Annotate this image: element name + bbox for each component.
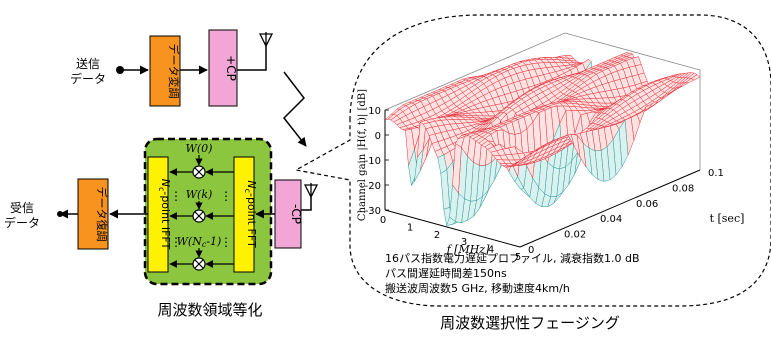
z-tick-label: -10 xyxy=(365,156,381,167)
y-tick-label: 0.04 xyxy=(600,214,622,225)
z-tick-label: -30 xyxy=(365,206,381,217)
z-tick-label: -20 xyxy=(365,181,381,192)
dots-right-top: ⋮ xyxy=(220,189,232,203)
params-line3: 搬送波周波数5 GHz, 移動速度4km/h xyxy=(385,281,570,295)
y-tick-label: 0.1 xyxy=(708,168,724,179)
surface-cell xyxy=(516,157,527,163)
surface-mesh xyxy=(384,52,701,226)
dots-right-bot: ⋮ xyxy=(220,235,232,249)
demodulation-block xyxy=(77,178,109,250)
cp-insert-block-label: +CP xyxy=(224,55,238,81)
multiplier-top xyxy=(192,165,206,179)
rx-output-dot xyxy=(57,211,63,217)
fading-surface-plot: -30 -20 -10 0 10 0 1 2 3 4 5 0 0.02 0.04 0.06 0.08 0.1… xyxy=(357,32,745,263)
y-tick-label: 0.08 xyxy=(672,183,694,194)
weight-top-label: W(0) xyxy=(186,142,213,155)
x-tick-label: 0 xyxy=(380,215,386,226)
dots-left-bot: ⋮ xyxy=(170,235,182,249)
y-tick-labels: 0 0.02 0.04 0.06 0.08 0.1 xyxy=(528,168,724,256)
plot-right-axis xyxy=(519,169,701,248)
z-tick-labels: -30 -20 -10 0 10 xyxy=(365,106,389,217)
y-axis-label: t [sec] xyxy=(710,212,745,225)
x-tick-label: 2 xyxy=(434,230,440,241)
tx-antenna-feed xyxy=(237,46,267,71)
rx-output-label-line1: 受信 xyxy=(10,201,34,215)
rx-output-label-line2: データ xyxy=(4,215,40,230)
radio-link-lightning xyxy=(282,71,307,147)
y-tick-label: 0 xyxy=(528,245,534,256)
plot-front-axis xyxy=(384,209,521,248)
fft-rest: -point FFT xyxy=(245,193,258,248)
tx-input-label-line1: 送信 xyxy=(76,56,100,71)
params-line1: 16パス指数電力遅延プロファイル, 減衰指数1.0 dB xyxy=(385,251,640,265)
ifft-sub: c xyxy=(157,187,166,191)
weight-bot-sub: c xyxy=(202,240,207,249)
y-tick-label: 0.02 xyxy=(564,230,586,241)
fft-block xyxy=(233,156,255,273)
ifft-rest: -point IFFT xyxy=(159,191,172,249)
rx-antenna-icon xyxy=(303,183,319,199)
weight-bot-label: W(Nc-1) xyxy=(177,235,222,249)
cp-insert-block xyxy=(208,29,238,107)
dots-left-top: ⋮ xyxy=(170,189,182,203)
receiver: -CP Nc-point FFT Nc-point IFFT W(0) W(k)… xyxy=(4,137,319,319)
params-line2: パス間遅延時間差150ns xyxy=(385,266,507,280)
weight-mid-label: W(k) xyxy=(186,188,213,201)
multiplier-bot xyxy=(192,257,206,271)
z-tick-label: 0 xyxy=(375,131,381,142)
weight-bot-post: -1) xyxy=(206,235,221,248)
x-tick-label: 4 xyxy=(488,245,494,256)
multiplier-mid xyxy=(192,209,206,223)
plot-back-axis xyxy=(384,32,701,170)
fft-sub: c xyxy=(243,189,252,193)
demodulation-block-label: データ復調 xyxy=(95,187,109,242)
x-axis-label: f [MHz] xyxy=(446,243,491,256)
fading-caption: 周波数選択性フェージング xyxy=(440,314,620,332)
z-axis-label: Channel gain |H(f, t)| [dB] xyxy=(357,89,368,221)
x-tick-label: 1 xyxy=(407,222,413,233)
tx-antenna-icon xyxy=(258,32,274,48)
modulation-block-label: データ変調 xyxy=(167,44,181,99)
cp-remove-block-label: -CP xyxy=(289,204,303,224)
x-tick-label: 5 xyxy=(515,252,521,263)
x-tick-labels: 0 1 2 3 4 5 xyxy=(380,215,521,263)
modulation-block xyxy=(149,35,181,107)
fft-block-label: Nc-point FFT xyxy=(243,180,258,248)
z-tick-label: 10 xyxy=(368,106,381,117)
fft-N: N xyxy=(245,180,258,188)
weight-bot-pre: W(N xyxy=(177,235,203,248)
tx-input-label-line2: データ xyxy=(70,71,106,86)
ifft-N: N xyxy=(159,179,172,187)
x-tick-label: 3 xyxy=(461,237,467,248)
rx-antenna-feed xyxy=(301,197,312,211)
transmitter: 送信 データ データ変調 +CP xyxy=(70,29,274,107)
fde-caption: 周波数領域等化 xyxy=(157,301,262,319)
ifft-block-label: Nc-point IFFT xyxy=(157,179,172,250)
y-tick-label: 0.06 xyxy=(636,199,658,210)
